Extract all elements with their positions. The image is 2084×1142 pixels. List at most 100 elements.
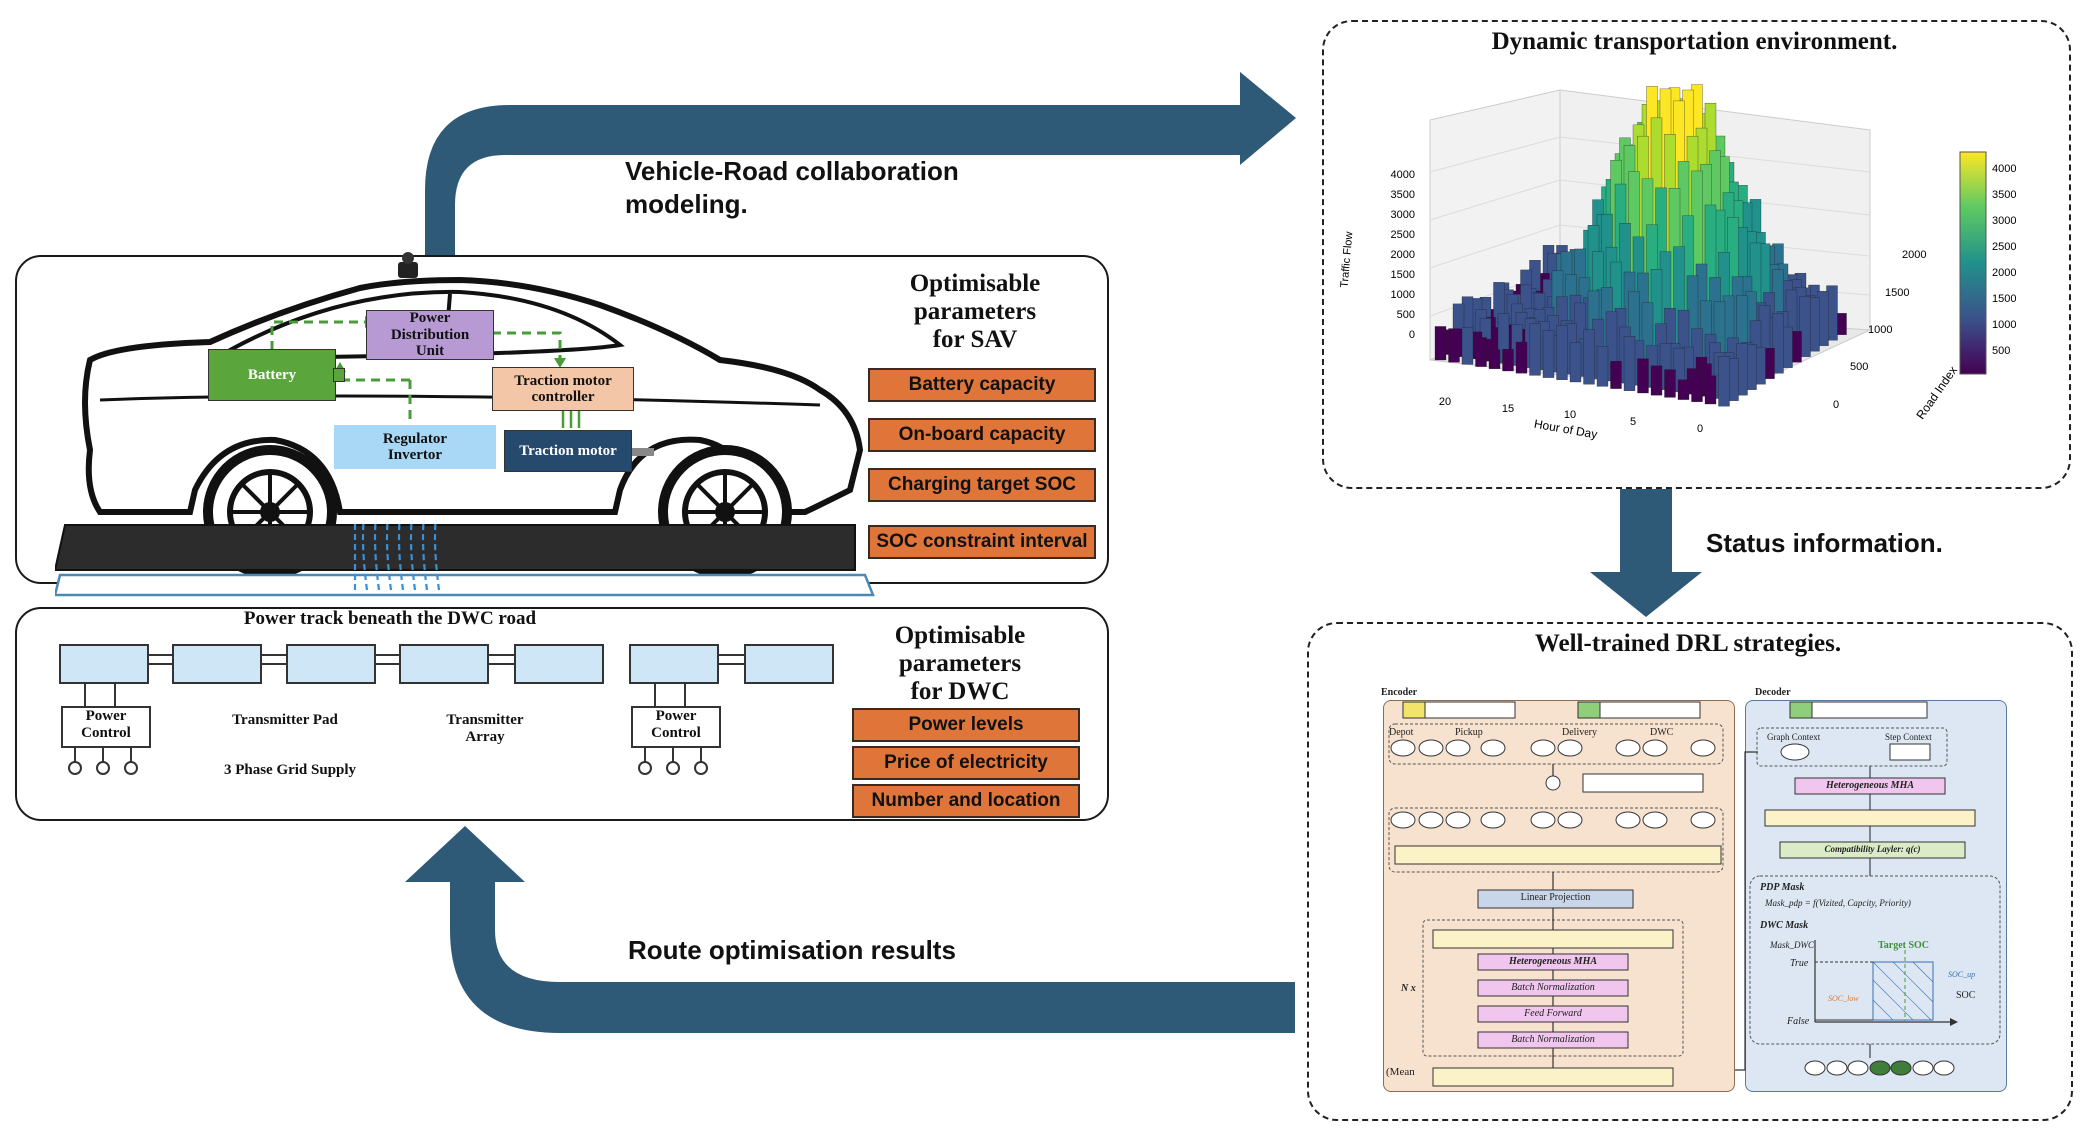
- traction-motor-label: Traction motor: [519, 442, 617, 459]
- y-tick-1000: 1000: [1868, 324, 1892, 336]
- cbar-tick-3500: 3500: [1992, 189, 2016, 201]
- x-tick-20: 20: [1439, 396, 1451, 408]
- grid-supply-label: 3 Phase Grid Supply: [223, 762, 357, 778]
- encoder-label: Encoder: [1381, 687, 1418, 698]
- traffic-bar: [1664, 369, 1676, 398]
- y-tick-1500: 1500: [1885, 287, 1909, 299]
- traffic-bar: [1691, 372, 1703, 402]
- traffic-bar: [1502, 348, 1514, 372]
- step-context-label: Step Context: [1885, 732, 1932, 742]
- true-label: True: [1790, 958, 1809, 969]
- decoder-mha-label: Heterogeneous MHA: [1825, 780, 1915, 791]
- dwc-param-price: Price of electricity: [852, 746, 1080, 780]
- batch-norm-1-label: Batch Normalization: [1511, 982, 1595, 993]
- enc-dec-connector: [1735, 751, 1758, 1071]
- colorbar-ticks: 4000 3500 3000 2500 2000 1500 1000 500: [1992, 163, 2016, 357]
- z-tick-0: 0: [1409, 329, 1415, 341]
- traffic-bar: [1704, 375, 1717, 405]
- sav-param-charging-target-soc: Charging target SOC: [868, 468, 1096, 502]
- encoder-internals: [1388, 701, 1724, 1087]
- tmc-block: Traction motor controller: [492, 367, 634, 411]
- transmitter-array: [59, 644, 834, 775]
- compat-box: [1779, 841, 1966, 859]
- battery-block: Battery: [208, 349, 336, 401]
- sav-param-soc-constraint: SOC constraint interval: [868, 525, 1096, 559]
- cbar-tick-1000: 1000: [1992, 319, 2016, 331]
- regulator-block: Regulator Invertor: [334, 425, 496, 469]
- traffic-bar: [1718, 356, 1730, 407]
- traffic-bars: [1434, 84, 1847, 407]
- cbar-tick-4000: 4000: [1992, 163, 2016, 175]
- z-tick-4000: 4000: [1391, 169, 1415, 181]
- arrow-bottom-label: Route optimisation results: [628, 935, 956, 965]
- cbar-tick-500: 500: [1992, 345, 2010, 357]
- battery-label: Battery: [247, 366, 297, 383]
- traffic-bar: [1772, 313, 1784, 374]
- y-tick-2000: 2000: [1902, 249, 1926, 261]
- dwc-mask-label: DWC Mask: [1760, 920, 1809, 931]
- z-axis-label: Traffic Flow: [1339, 231, 1356, 288]
- arrow-right-down: [1590, 487, 1702, 617]
- power-control-right: Power Control: [651, 708, 701, 742]
- pickup-label: Pickup: [1455, 727, 1483, 738]
- cbar-tick-1500: 1500: [1992, 293, 2016, 305]
- dwc-param-number-location: Number and location: [852, 784, 1080, 818]
- z-tick-3500: 3500: [1391, 189, 1415, 201]
- nx-label: N x: [1401, 983, 1416, 994]
- dwc-param-power-levels: Power levels: [852, 708, 1080, 742]
- cbar-tick-2500: 2500: [1992, 241, 2016, 253]
- x-tick-15: 15: [1502, 403, 1514, 415]
- pdp-formula: Mask_pdp = f(Vizited, Capcity, Priority): [1765, 898, 1911, 908]
- mean-label: (Mean: [1386, 1066, 1415, 1078]
- traction-motor-block: Traction motor: [504, 430, 632, 472]
- sav-param-onboard-capacity: On-board capacity: [868, 418, 1096, 452]
- soc-up-label: SOC_up: [1948, 970, 1976, 979]
- environment-title: Dynamic transportation environment.: [1491, 28, 1898, 55]
- z-tick-1000: 1000: [1391, 289, 1415, 301]
- traffic-bar: [1434, 326, 1447, 361]
- sav-param-battery-capacity: Battery capacity: [868, 368, 1096, 402]
- traffic-bar: [1475, 337, 1487, 367]
- traffic-bar: [1610, 360, 1622, 389]
- soc-low-label: SOC_low: [1828, 994, 1859, 1003]
- cbar-tick-2000: 2000: [1992, 267, 2016, 279]
- dwc-title: Power track beneath the DWC road: [243, 608, 537, 629]
- soc-axis-label: SOC: [1956, 990, 1976, 1001]
- depot-label: Depot: [1389, 727, 1414, 738]
- regulator-label: Regulator Invertor: [382, 430, 448, 464]
- decoder-internals: [1749, 701, 2001, 1076]
- dwc-node-label: DWC: [1650, 727, 1674, 738]
- transmitter-array-label: Transmitter Array: [446, 712, 524, 746]
- x-tick-0: 0: [1697, 423, 1703, 435]
- traffic-bar: [1637, 358, 1649, 394]
- decoder-block: [1745, 700, 2007, 1092]
- graph-context-label: Graph Context: [1767, 732, 1821, 742]
- pdu-label: Power Distribution Unit: [390, 310, 470, 360]
- feed-forward-label: Feed Forward: [1524, 1008, 1582, 1019]
- delivery-label: Delivery: [1562, 727, 1597, 738]
- x-tick-10: 10: [1564, 409, 1576, 421]
- pdu-block: Power Distribution Unit: [366, 310, 494, 360]
- traffic-bar: [1556, 325, 1568, 380]
- batch-norm-2-label: Batch Normalization: [1511, 1034, 1595, 1045]
- y-tick-0: 0: [1833, 399, 1839, 411]
- tmc-label: Traction motor controller: [514, 372, 612, 406]
- dwc-road: [55, 520, 875, 597]
- y-tick-500: 500: [1850, 361, 1868, 373]
- x-tick-5: 5: [1630, 416, 1636, 428]
- cbar-tick-3000: 3000: [1992, 215, 2016, 227]
- arrow-top-shaft: [425, 72, 1296, 255]
- traffic-bar: [1529, 323, 1541, 376]
- battery-terminal: [333, 368, 345, 382]
- linear-projection-label: Linear Projection: [1520, 892, 1591, 903]
- sav-params-title: Optimisable parameters for SAV: [909, 270, 1041, 353]
- decoder-label: Decoder: [1755, 687, 1791, 698]
- arrow-top-label: Vehicle-Road collaboration modeling.: [625, 156, 959, 219]
- traffic-bar: [1461, 327, 1474, 365]
- mask-dwc-label: Mask_DWC: [1770, 940, 1814, 950]
- traffic-bar: [1583, 329, 1595, 385]
- target-soc-label: Target SOC: [1878, 940, 1930, 951]
